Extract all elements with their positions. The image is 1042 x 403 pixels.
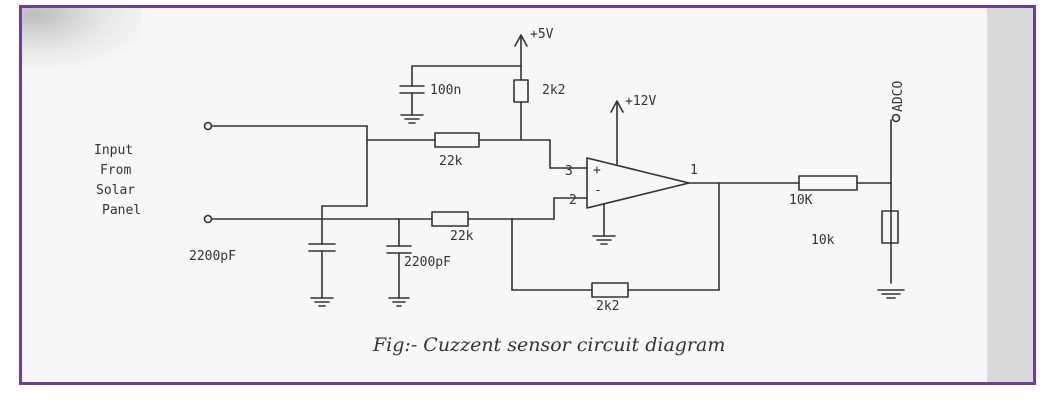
op-amp-triangle (586, 157, 690, 209)
label-2k2-feedback: 2k2 (596, 299, 619, 314)
input-terminal-top (203, 121, 213, 131)
label-2k2-top: 2k2 (542, 83, 565, 98)
resistor-2k2-feedback (591, 282, 629, 298)
resistor-10k-shunt (881, 210, 899, 244)
op-amp-minus: - (594, 183, 602, 198)
ground-icon (877, 289, 905, 299)
ground-icon (592, 235, 616, 245)
pin-2-label: 2 (569, 193, 577, 208)
op-amp: + - 3 2 1 +12V (565, 94, 698, 245)
supply-5v: +5V (514, 27, 554, 81)
feedback-network: 2k2 (511, 182, 720, 314)
paper-smudge (22, 8, 142, 68)
label-22k-bottom: 22k (450, 229, 474, 244)
resistor-10k-series (798, 175, 858, 191)
label-5v: +5V (530, 27, 554, 42)
ground-icon (388, 297, 410, 307)
circuit-diagram: +5V 100n 2k2 (94, 27, 906, 356)
input-label-line-1: Input (94, 143, 133, 158)
adc-terminal (891, 113, 901, 123)
resistor-22k-top (434, 132, 480, 148)
label-adco: ADCO (891, 81, 906, 112)
input-label-line-4: Panel (102, 203, 141, 218)
pin-1-label: 1 (690, 163, 698, 178)
pin-3-label: 3 (565, 164, 573, 179)
label-2200pf-left: 2200pF (189, 249, 236, 264)
arrow-12v-icon (610, 100, 624, 113)
label-10k-shunt: 10k (811, 233, 835, 248)
capacitor-100n: 100n (399, 65, 522, 124)
label-2200pf-mid: 2200pF (404, 255, 451, 270)
ground-icon (310, 297, 334, 307)
resistor-body (513, 79, 529, 103)
input-label: Input From Solar Panel (94, 143, 141, 218)
input-label-line-2: From (100, 163, 131, 178)
output-network: ADCO 10K 10k (688, 81, 906, 299)
ground-icon (400, 114, 424, 124)
op-amp-plus: + (593, 163, 601, 178)
input-terminal-bottom (203, 214, 213, 224)
figure-caption: Fig:- Cuzzent sensor circuit diagram (372, 334, 725, 356)
input-top-path: 22k (203, 121, 588, 207)
label-12v: +12V (625, 94, 656, 109)
resistor-22k-bottom (431, 211, 469, 227)
resistor-2k2-top: 2k2 (513, 79, 565, 141)
label-10k-series: 10K (789, 193, 813, 208)
input-bottom-path: 22k (203, 197, 588, 244)
label-100n: 100n (430, 83, 461, 98)
arrow-5v-icon (514, 34, 528, 47)
capacitor-2200pf-left: 2200pF (189, 205, 368, 307)
input-label-line-3: Solar (96, 183, 135, 198)
diagram-frame: +5V 100n 2k2 (19, 5, 1036, 385)
capacitor-2200pf-mid: 2200pF (386, 218, 451, 307)
label-22k-top: 22k (439, 154, 463, 169)
side-panel (987, 8, 1033, 382)
